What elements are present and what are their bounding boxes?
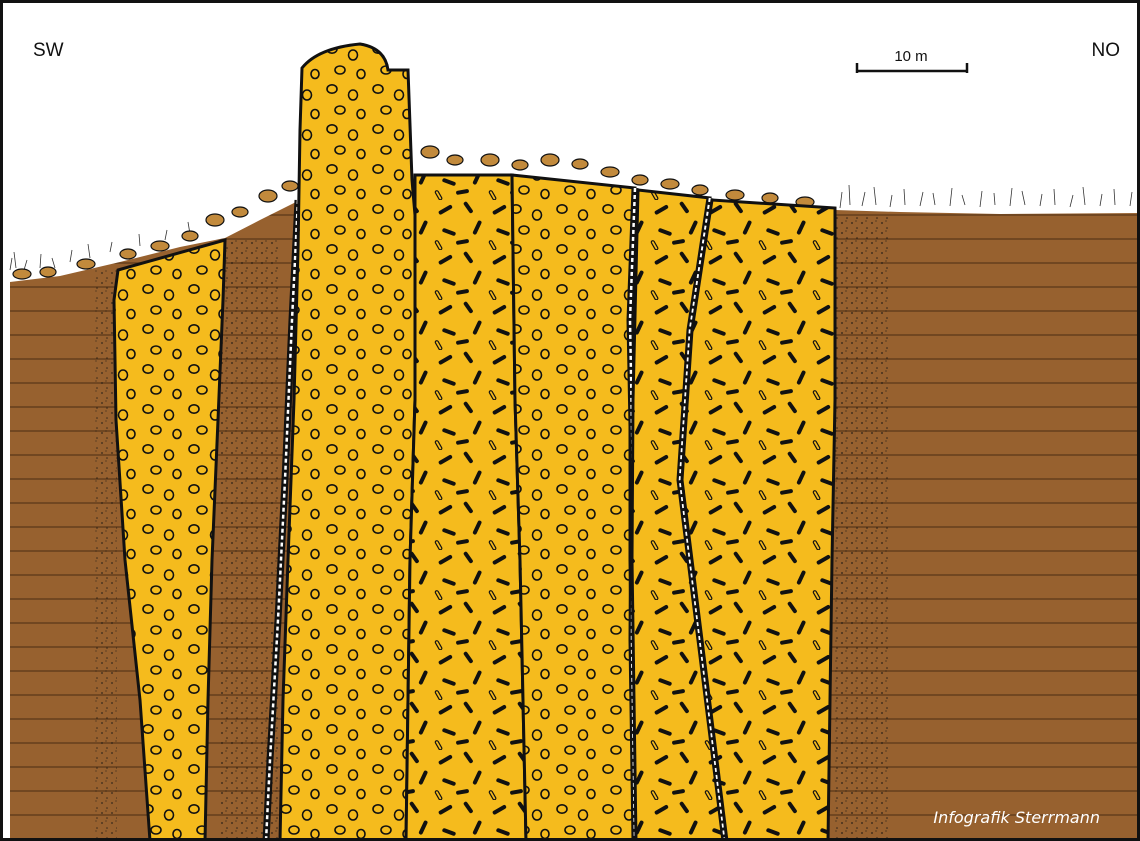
dyke-clasts-2 xyxy=(512,175,635,841)
dyke-main-column xyxy=(280,44,418,841)
scale-bar-label: 10 m xyxy=(855,48,967,65)
credit-text: Infografik Sterrmann xyxy=(933,808,1100,827)
dyke-laths-1 xyxy=(406,175,526,841)
direction-label-no: NO xyxy=(1092,40,1121,62)
direction-label-sw: SW xyxy=(33,40,64,62)
